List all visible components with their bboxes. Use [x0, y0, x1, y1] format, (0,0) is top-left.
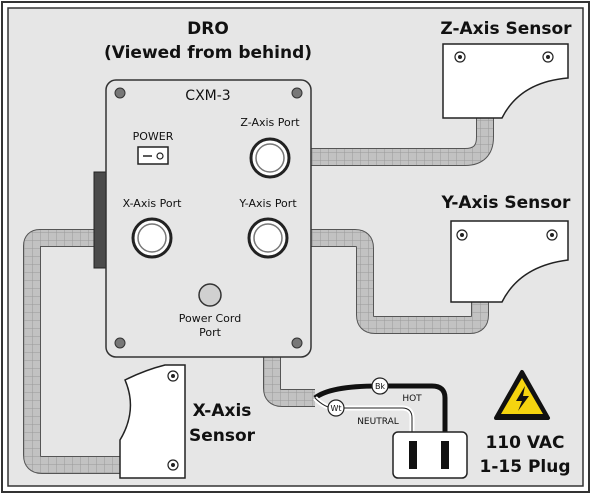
screw-icon — [291, 87, 303, 99]
ac-plug — [392, 431, 468, 479]
warning-icon — [494, 370, 550, 420]
power-cord-label-2: Port — [199, 326, 221, 339]
bk-label: Bk — [375, 382, 385, 391]
y-axis-sensor — [450, 220, 569, 303]
screw-icon — [114, 337, 126, 349]
screw-icon — [454, 51, 466, 63]
x-sensor-label-2: Sensor — [189, 426, 256, 446]
z-sensor-label: Z-Axis Sensor — [440, 19, 572, 39]
power-cord-label: Power Cord — [179, 312, 241, 325]
lightning-icon — [516, 386, 529, 411]
x-axis-sensor — [119, 364, 186, 479]
y-sensor-label: Y-Axis Sensor — [441, 193, 572, 213]
power-switch[interactable] — [137, 146, 169, 165]
screw-icon — [456, 229, 468, 241]
screw-icon — [167, 370, 179, 382]
screw-icon — [114, 87, 126, 99]
power-wires — [313, 377, 448, 438]
x-port-label: X-Axis Port — [123, 197, 183, 210]
plug-voltage-label: 110 VAC — [485, 433, 564, 453]
x-sensor-label: X-Axis — [193, 401, 252, 421]
power-cord-port[interactable] — [198, 283, 222, 307]
x-axis-cable — [23, 229, 140, 474]
screw-icon — [291, 337, 303, 349]
screw-icon — [546, 229, 558, 241]
y-port-label: Y-Axis Port — [238, 197, 297, 210]
z-axis-sensor — [442, 43, 569, 119]
power-label: POWER — [133, 130, 174, 143]
z-port-label: Z-Axis Port — [240, 116, 300, 129]
diagram-subtitle: (Viewed from behind) — [104, 43, 312, 63]
diagram-title: DRO — [187, 19, 229, 39]
wt-wire-tag — [327, 399, 345, 417]
neutral-label: NEUTRAL — [357, 417, 399, 427]
plug-type-label: 1-15 Plug — [479, 457, 570, 477]
hot-label: HOT — [402, 394, 422, 404]
z-axis-cable — [300, 117, 494, 166]
wt-label: Wt — [330, 404, 341, 413]
screw-icon — [167, 459, 179, 471]
y-axis-cable — [290, 229, 489, 334]
dro-unit — [105, 79, 312, 358]
screw-icon — [542, 51, 554, 63]
neutral-prong — [409, 441, 417, 469]
hot-prong — [441, 441, 449, 469]
hot-wire — [313, 383, 448, 438]
bk-wire-tag — [371, 377, 389, 395]
unit-label: CXM-3 — [185, 88, 230, 104]
